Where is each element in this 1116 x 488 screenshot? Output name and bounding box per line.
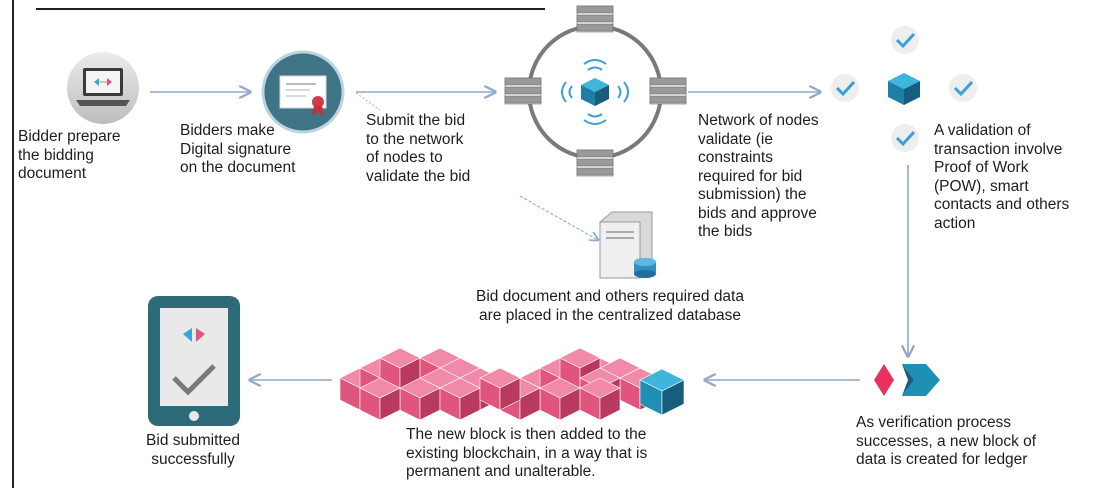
cube-icon [581,78,609,106]
step-submit-label: Submit the bid to the network of nodes t… [366,112,471,185]
chain-block [579,377,621,421]
chain-block [399,377,441,421]
step-chain-label: The new block is then added to the exist… [406,426,648,480]
step-submitted-label: Bid submitted successfully [146,432,240,468]
arrow-cert-to-database [355,92,381,111]
blockchain-icon [339,347,685,421]
chain-new-block [639,368,685,416]
laptop-icon [67,52,139,124]
check-icon [891,26,919,54]
cube-icon [888,73,920,105]
check-icon [891,124,919,152]
certificate-icon [261,50,345,134]
chain-block [479,367,521,411]
step-validation-label: A validation of transaction involve Proo… [934,122,1070,232]
step-network-label: Network of nodes validate (ie constraint… [698,112,819,240]
new-block-icon [874,364,940,396]
chain-block [539,377,581,421]
validation-group [831,26,977,152]
node-network [504,5,687,177]
step-database-label: Bid document and others required data ar… [476,288,744,324]
step-new-block-label: As verification process successes, a new… [856,414,1037,468]
check-icon [831,74,859,102]
arrow-submit-to-database [519,195,598,240]
database-icon [599,211,656,279]
step-prepare-label: Bidder prepare the bidding document [18,128,121,182]
check-icon [949,74,977,102]
chain-block [439,377,481,421]
chain-block [359,377,401,421]
step-signature-label: Bidders make Digital signature on the do… [180,122,296,176]
phone-icon [148,296,240,426]
